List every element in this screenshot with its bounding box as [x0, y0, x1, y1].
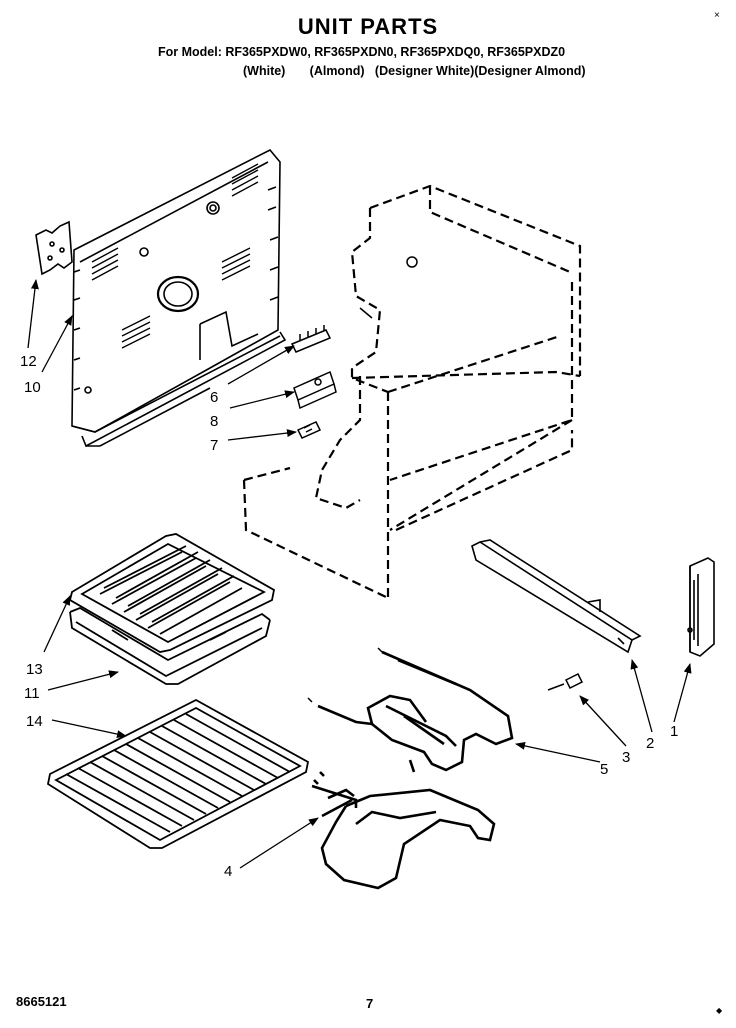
callout-13: 13: [26, 661, 43, 678]
callout-7: 7: [210, 437, 218, 454]
callout-leaders: [27, 279, 692, 869]
model-colors: (White) (Almond) (Designer White)(Design…: [243, 64, 586, 78]
callout-12: 11: [24, 685, 40, 702]
part-6-terminal-block: [290, 325, 332, 353]
page-number: 7: [366, 996, 374, 1011]
part-2-side-trim: [471, 539, 642, 654]
oven-cavity-outline: [242, 184, 582, 599]
callout-4: 4: [224, 863, 232, 880]
part-14-oven-rack: [46, 698, 310, 849]
callout-14: 14: [26, 713, 43, 730]
part-code: 8665121: [16, 994, 67, 1009]
callout-10: 10: [24, 379, 41, 396]
corner-mark-top: ×: [714, 10, 720, 21]
part-7-clip: [296, 421, 322, 439]
callout-11: 12: [20, 353, 37, 370]
part-3-clip: [547, 672, 584, 691]
part-4-bake-element: [311, 771, 496, 890]
part-10-rear-panel: [71, 148, 287, 448]
part-11-bracket: [35, 220, 73, 276]
callout-1: 1: [670, 723, 678, 740]
panel-vents: [91, 163, 259, 349]
part-12-broiler-pan: [69, 606, 271, 685]
part-13-broiler-grid: [68, 533, 276, 653]
callout-2: 2: [646, 735, 654, 752]
callout-8: 8: [210, 413, 218, 430]
callout-5: 5: [600, 761, 608, 778]
corner-mark-bottom: ◆: [716, 1006, 723, 1015]
callout-6: 6: [210, 389, 218, 406]
part-1-end-cap: [687, 557, 715, 657]
page-title: UNIT PARTS: [297, 14, 439, 39]
part-8-bracket: [293, 370, 337, 410]
broil-element-terminals: [307, 647, 383, 703]
callout-3: 3: [622, 749, 630, 766]
model-numbers: For Model: RF365PXDW0, RF365PXDN0, RF365…: [158, 45, 566, 59]
cavity-details: [359, 256, 418, 319]
callout-labels: 12 10 6 8 7 13 11 14 4 5 3 2 1: [20, 353, 678, 880]
part-5-broil-element: [317, 650, 514, 773]
